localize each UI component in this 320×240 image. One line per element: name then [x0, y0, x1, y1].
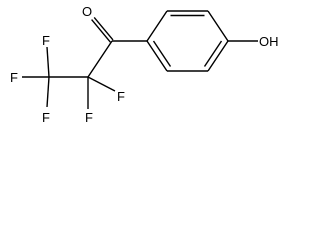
- ring-bond-4: [207, 40, 229, 72]
- ring-inner-bond-2: [203, 40, 223, 67]
- ring-bond-3: [207, 10, 229, 42]
- fluorine-label-2: F: [10, 70, 18, 85]
- chemical-structure: O OH F F F F F: [10, 4, 279, 125]
- carbonyl-oxygen-label: O: [82, 4, 92, 19]
- fluorine-label-3: F: [42, 110, 50, 125]
- ring-bond-6: [146, 40, 168, 72]
- cf3-f-bottom-bond: [46, 76, 50, 108]
- fluorine-label-4: F: [117, 89, 125, 104]
- cf2-f-right-bond: [87, 76, 116, 92]
- cf3-f-top-bond: [46, 46, 50, 78]
- cf2-bond: [87, 40, 113, 78]
- hydroxyl-label: OH: [259, 34, 279, 49]
- ring-inner-bond-3: [152, 40, 172, 67]
- fluorine-label-5: F: [85, 110, 93, 125]
- carbonyl-bond-1: [91, 19, 111, 43]
- carbonyl-bond-2: [93, 16, 114, 41]
- ring-bond-1: [146, 10, 168, 42]
- fluorine-label-1: F: [42, 33, 50, 48]
